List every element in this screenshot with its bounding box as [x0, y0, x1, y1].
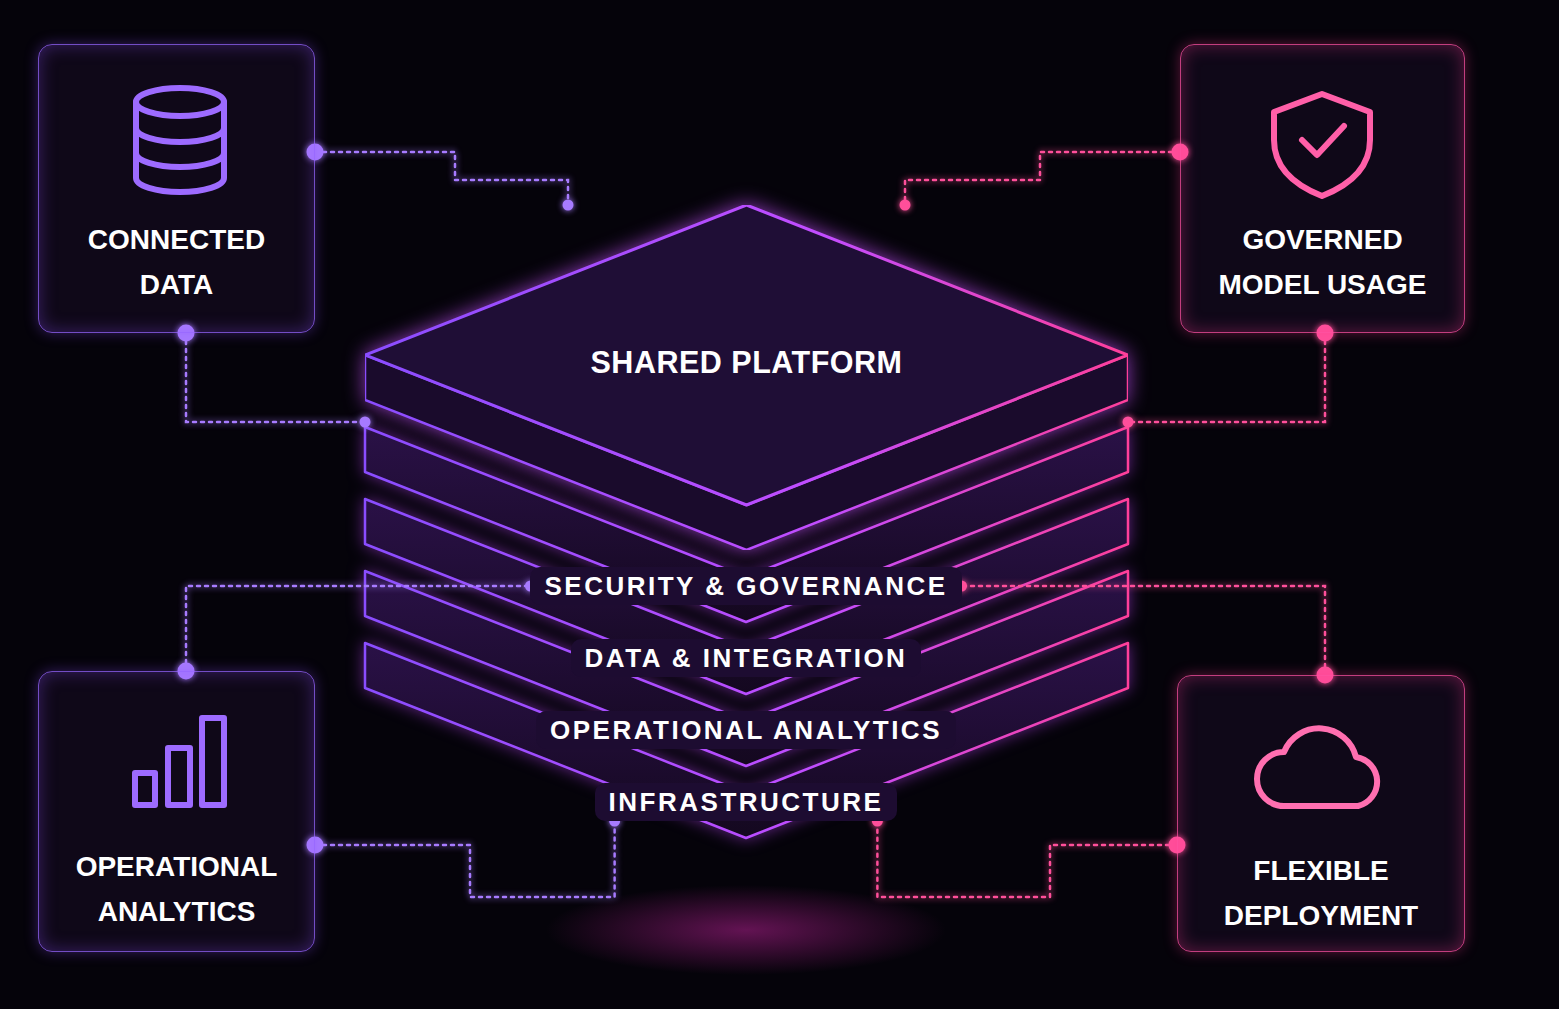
connector-dot	[360, 417, 371, 428]
node-label: CONNECTED DATA	[59, 217, 295, 307]
connector-dot	[1123, 417, 1134, 428]
connector-dot	[900, 200, 911, 211]
node-label: OPERATIONAL ANALYTICS	[59, 844, 295, 934]
node-label: OPERATIONAL ANALYTICS	[550, 714, 942, 746]
dotted-connector	[900, 144, 1189, 211]
platform-slab: SHARED PLATFORM	[365, 205, 1128, 550]
bar-chart-icon	[135, 718, 224, 805]
node-label: INFRASTRUCTURE	[609, 786, 884, 818]
connector-line	[186, 586, 530, 671]
dotted-connector	[178, 581, 536, 680]
floor-glow	[546, 885, 946, 975]
connector-dot	[563, 200, 574, 211]
dotted-connector	[307, 144, 574, 211]
node-label: GOVERNED MODEL USAGE	[1205, 217, 1441, 307]
database-icon	[136, 88, 224, 192]
slab-top	[365, 205, 1128, 505]
dotted-connector	[956, 581, 1333, 684]
dotted-connector	[307, 816, 621, 898]
feature-box: CONNECTED DATA	[38, 44, 315, 333]
layer-label-band: OPERATIONAL ANALYTICS	[536, 711, 956, 749]
connector-line	[877, 821, 1177, 897]
layer-label-band: INFRASTRUCTURE	[595, 783, 898, 821]
layer-label-band: DATA & INTEGRATION	[571, 639, 922, 677]
shield-icon	[1274, 94, 1370, 196]
connector-dot	[1317, 325, 1334, 342]
stack-layer	[365, 643, 1128, 838]
dotted-connector	[1123, 325, 1334, 428]
layer-label-band: SECURITY & GOVERNANCE	[530, 567, 961, 605]
node-label: SECURITY & GOVERNANCE	[544, 570, 947, 602]
connector-dot	[307, 837, 324, 854]
feature-box: OPERATIONAL ANALYTICS	[38, 671, 315, 952]
feature-box: FLEXIBLE DEPLOYMENT	[1177, 675, 1465, 952]
connector-line	[1128, 333, 1325, 422]
connector-line	[315, 821, 615, 897]
node-label: SHARED PLATFORM	[365, 345, 1128, 380]
dotted-connector	[178, 325, 371, 428]
node-label: FLEXIBLE DEPLOYMENT	[1203, 848, 1439, 938]
box-grounds	[38, 44, 1465, 952]
connector-line	[186, 333, 365, 422]
connector-line	[962, 586, 1325, 675]
dotted-connector	[872, 816, 1186, 898]
node-label: DATA & INTEGRATION	[585, 642, 908, 674]
connector-dot	[307, 144, 324, 161]
feature-box: GOVERNED MODEL USAGE	[1180, 44, 1465, 333]
connector-dot	[178, 325, 195, 342]
connector-line	[315, 152, 568, 205]
connector-line	[905, 152, 1180, 205]
stack-layer	[365, 571, 1128, 766]
cloud-icon	[1257, 728, 1377, 806]
